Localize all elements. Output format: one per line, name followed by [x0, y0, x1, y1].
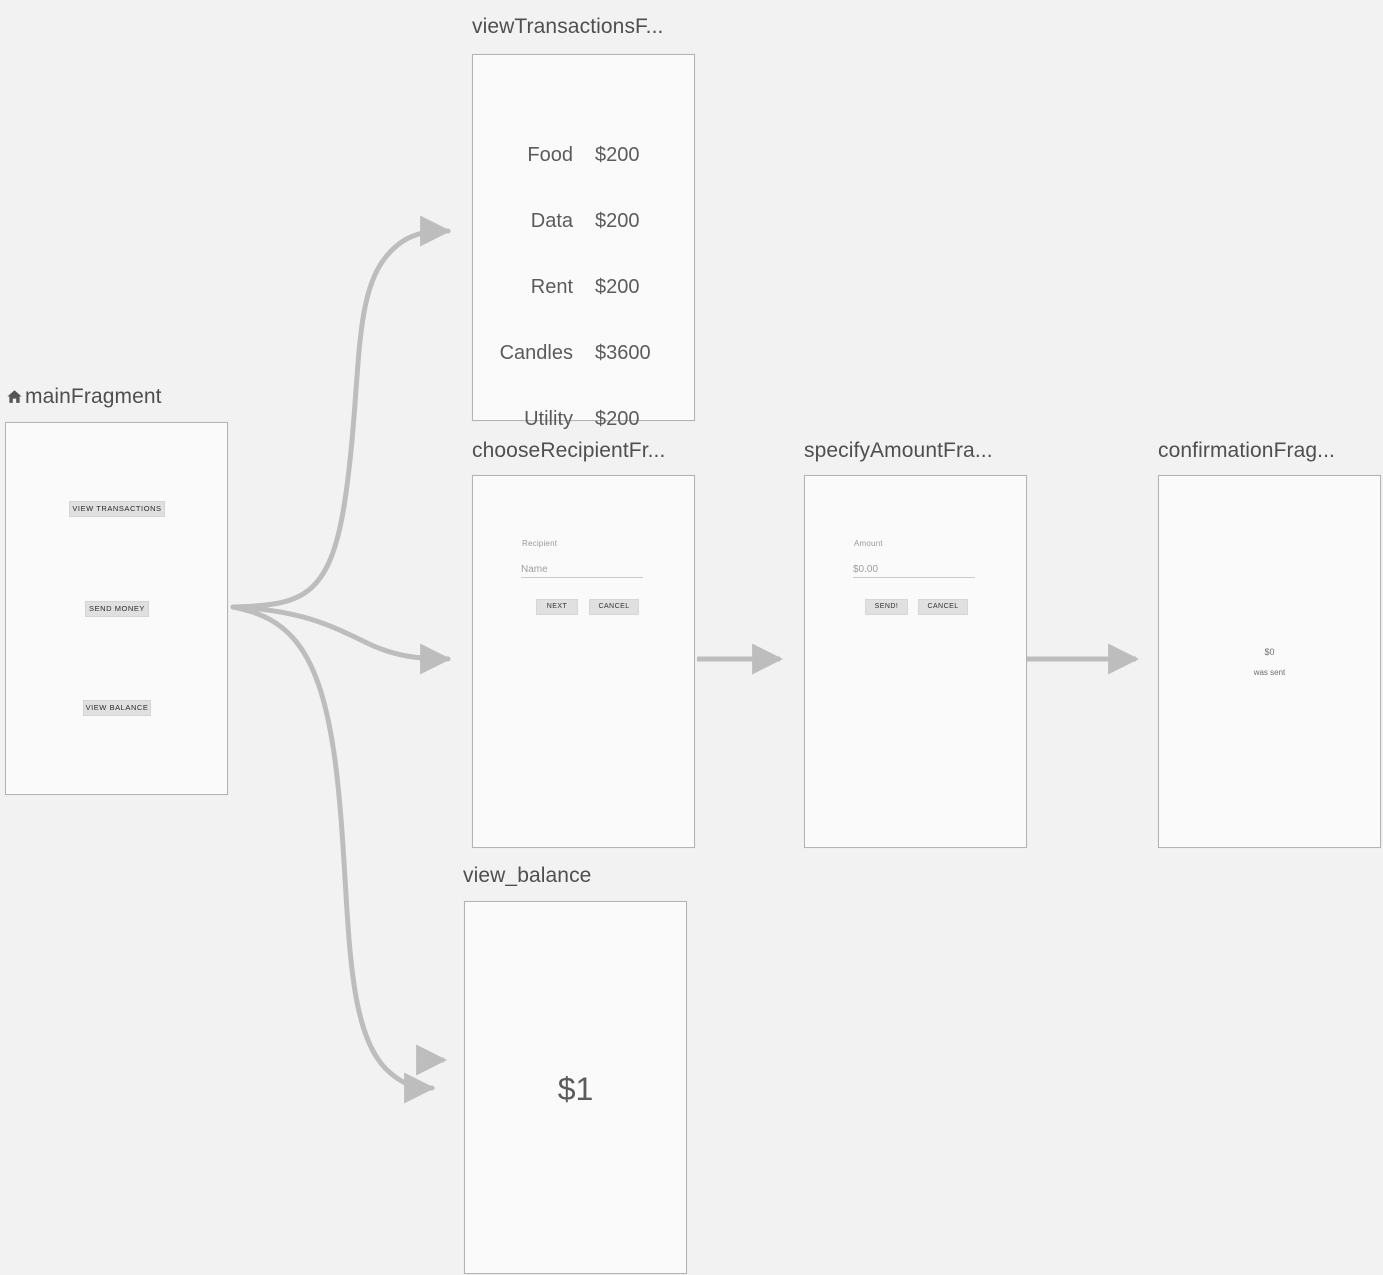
preview-button-send-money[interactable]: SEND MONEY	[85, 601, 149, 617]
transaction-name: Utility	[524, 408, 573, 430]
transaction-row: Rent $200	[473, 276, 694, 306]
next-button[interactable]: NEXT	[536, 599, 578, 615]
amount-field-label: Amount	[854, 539, 883, 548]
transaction-name: Food	[527, 144, 573, 166]
confirmation-amount: $0	[1264, 647, 1275, 657]
destination-label-view-balance: view_balance	[463, 864, 592, 887]
balance-amount: $1	[557, 1071, 594, 1107]
send-button[interactable]: SEND!	[865, 599, 908, 615]
home-icon	[6, 388, 23, 409]
confirmation-status: was sent	[1253, 668, 1286, 677]
cancel-button[interactable]: CANCEL	[589, 599, 639, 615]
amount-input[interactable]: $0.00	[853, 564, 975, 578]
transaction-amount: $200	[595, 276, 640, 298]
recipient-field-label: Recipient	[522, 539, 558, 548]
destination-label-view-transactions: viewTransactionsF...	[472, 15, 664, 38]
transaction-amount: $3600	[595, 342, 651, 364]
destination-label-choose-recipient: chooseRecipientFr...	[472, 439, 666, 462]
transaction-row: Utility $200	[473, 408, 694, 438]
preview-button-view-balance[interactable]: VIEW BALANCE	[83, 700, 151, 716]
destination-label-confirmation: confirmationFrag...	[1158, 439, 1335, 462]
destination-label-specify-amount: specifyAmountFra...	[804, 439, 993, 462]
transaction-amount: $200	[595, 210, 640, 232]
edge-main-to-view-balance	[230, 604, 436, 1104]
transaction-name: Candles	[499, 342, 573, 364]
destination-name-main: mainFragment	[25, 385, 162, 408]
frame-choose-recipient[interactable]: Recipient Name NEXT CANCEL	[472, 475, 695, 848]
frame-specify-amount[interactable]: Amount $0.00 SEND! CANCEL	[804, 475, 1027, 848]
destination-label-main-fragment: mainFragment	[6, 386, 162, 409]
preview-button-view-transactions[interactable]: VIEW TRANSACTIONS	[69, 501, 165, 517]
frame-view-transactions[interactable]: Food $200 Data $200 Rent $200 Candles $3…	[472, 54, 695, 430]
frame-main-fragment[interactable]: VIEW TRANSACTIONS SEND MONEY VIEW BALANC…	[5, 422, 228, 795]
transaction-amount: $200	[595, 408, 640, 430]
transaction-name: Rent	[530, 276, 573, 298]
recipient-name-input[interactable]: Name	[521, 564, 643, 578]
transaction-row: Data $200	[473, 210, 694, 240]
transaction-row: Food $200	[473, 144, 694, 174]
edge-main-to-choose-recipient	[230, 604, 452, 675]
transaction-amount: $200	[595, 144, 640, 166]
cancel-button[interactable]: CANCEL	[918, 599, 968, 615]
edge-main-to-view-transactions	[230, 215, 452, 610]
frame-view-balance[interactable]: $1	[464, 901, 687, 1274]
transaction-name: Data	[530, 210, 573, 232]
transaction-row: Candles $3600	[473, 342, 694, 372]
frame-confirmation[interactable]: $0 was sent	[1158, 475, 1381, 848]
